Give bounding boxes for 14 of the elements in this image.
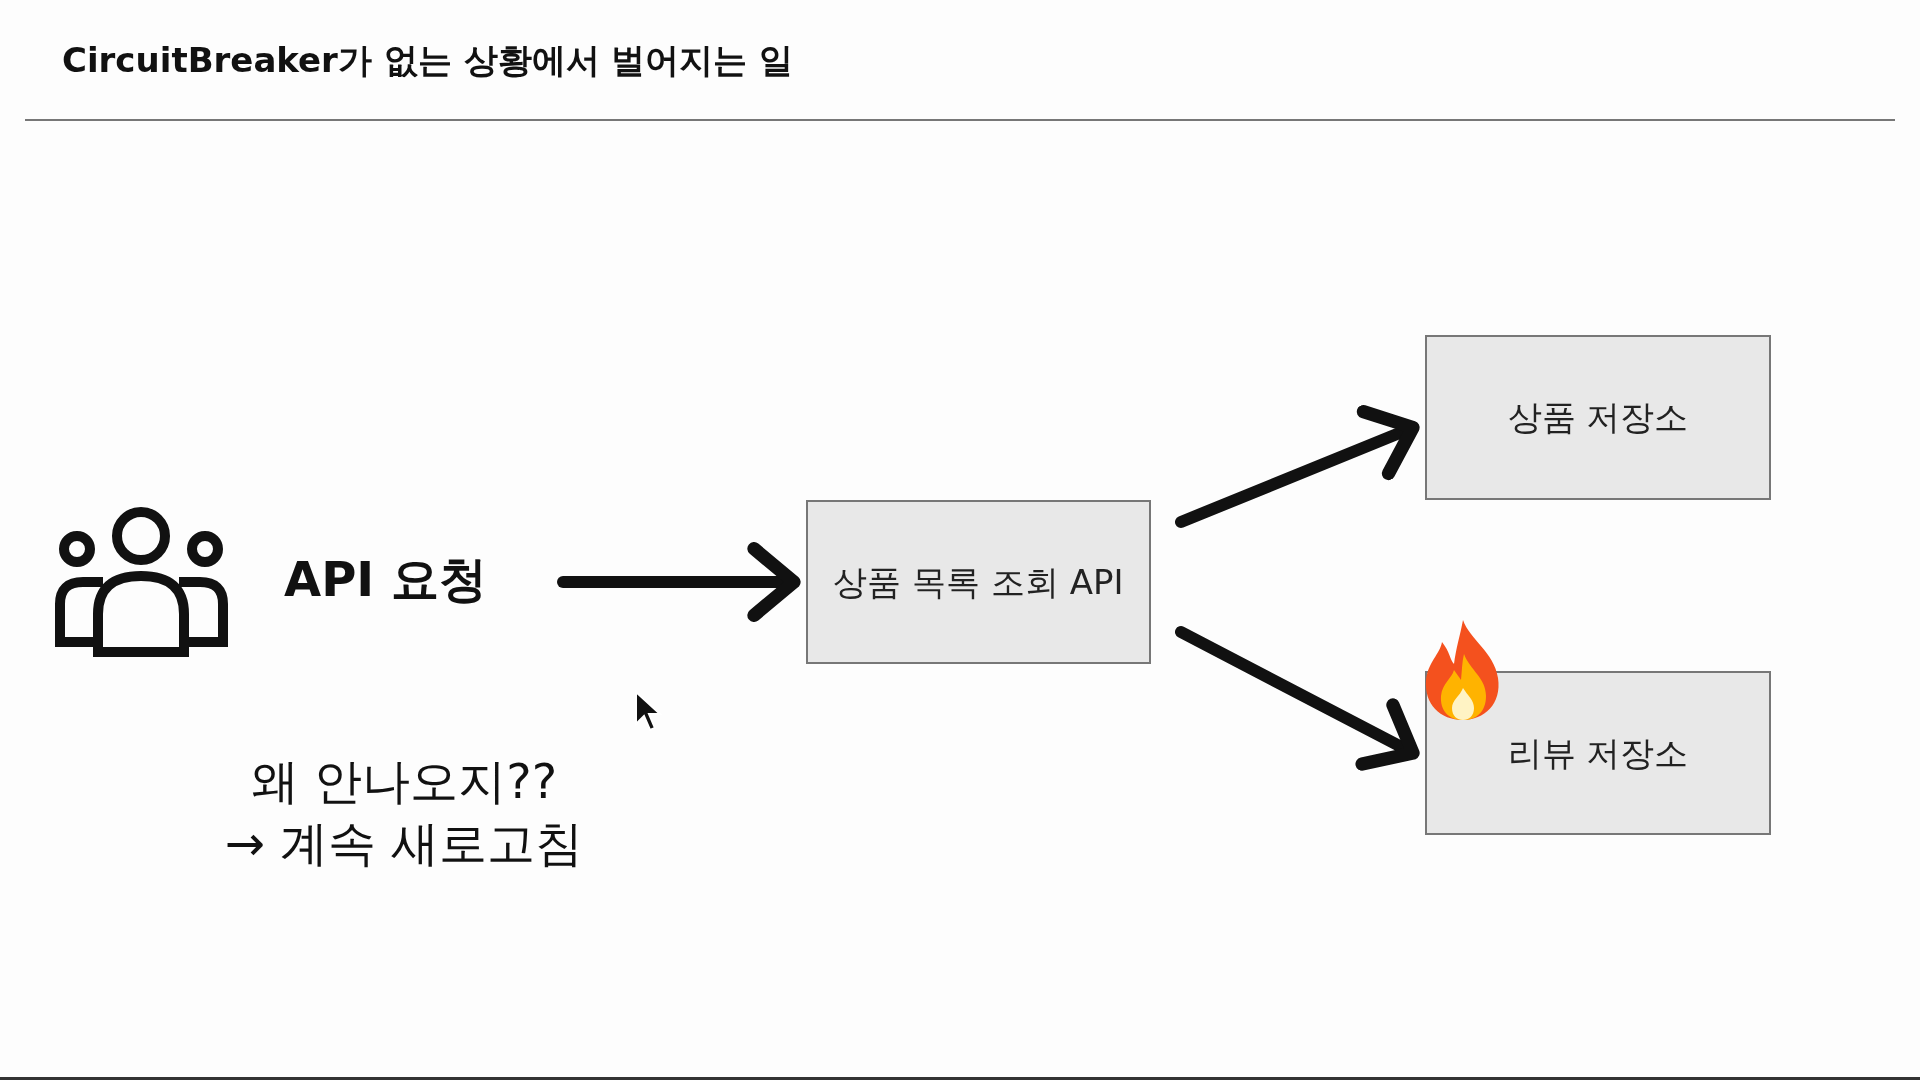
slide-title: CircuitBreaker가 없는 상황에서 벌어지는 일 xyxy=(62,39,794,82)
process-box xyxy=(1425,335,1771,500)
people-icon xyxy=(53,504,230,659)
note-text: 왜 안나오지?? xyxy=(250,752,558,811)
request-label: API 요청 xyxy=(284,550,487,609)
arrow xyxy=(1175,405,1420,528)
process-box xyxy=(1425,671,1771,835)
arrow xyxy=(1175,626,1420,771)
arrow xyxy=(557,542,801,622)
box-label: 상품 저장소 xyxy=(1507,396,1689,440)
box-label: 리뷰 저장소 xyxy=(1507,731,1689,775)
process-box xyxy=(806,500,1151,664)
note-text: → 계속 새로고침 xyxy=(224,814,584,873)
box-label: 상품 목록 조회 API xyxy=(833,560,1124,604)
